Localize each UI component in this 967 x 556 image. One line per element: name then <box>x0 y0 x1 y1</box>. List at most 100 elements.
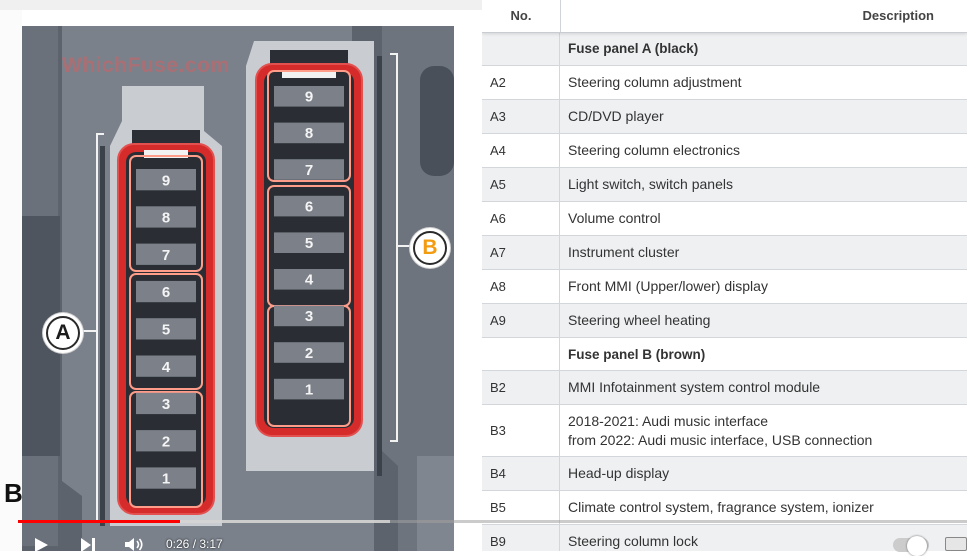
fuse-description: Steering column lock <box>568 525 961 551</box>
fuse-number: A2 <box>482 66 560 99</box>
fuse-slot-number: 9 <box>162 172 170 189</box>
table-row: B9 Steering column lock <box>482 525 967 551</box>
fuse-slot-number: 5 <box>305 235 313 252</box>
table-section-row: Fuse panel A (black) <box>482 32 967 66</box>
fuse-slot-number: 2 <box>162 433 170 450</box>
housing-right-clip <box>420 66 454 176</box>
fuse-number: A3 <box>482 100 560 133</box>
fuse-description: Climate control system, fragrance system… <box>568 491 961 524</box>
table-header: No. Description <box>482 0 967 33</box>
fuse-slot-number: 7 <box>305 162 313 179</box>
left-strip <box>0 10 22 551</box>
next-icon[interactable] <box>80 538 96 552</box>
fuse-description: CD/DVD player <box>568 100 961 133</box>
fuse-slot <box>136 318 196 340</box>
fuse-slot-number: 5 <box>162 322 170 339</box>
fuse-panel-label-strip <box>282 70 336 78</box>
fuse-description-line: Instrument cluster <box>568 244 680 260</box>
fuse-slot <box>274 342 344 363</box>
fuse-number: A4 <box>482 134 560 167</box>
fuse-slot-number: 1 <box>305 381 313 398</box>
fuse-slot <box>136 169 196 191</box>
panel-b-edge <box>377 56 382 476</box>
fuse-slot <box>274 378 344 400</box>
video-progress-track[interactable] <box>18 520 967 523</box>
video-progress-buffered <box>18 520 390 523</box>
fuse-slot <box>274 232 344 253</box>
table-row: B5 Climate control system, fragrance syst… <box>482 491 967 525</box>
video-time: 0:26 / 3:17 <box>166 537 223 551</box>
fuse-number: A6 <box>482 202 560 235</box>
fuse-description: Fuse panel A (black) <box>568 32 961 65</box>
fuse-number <box>482 32 560 65</box>
fuse-number: B9 <box>482 525 560 551</box>
table-section-row: Fuse panel B (brown) <box>482 338 967 371</box>
fuse-slot-number: 8 <box>162 210 170 227</box>
fuse-slot-number: 9 <box>305 89 313 106</box>
housing-right-bottom <box>417 456 454 551</box>
fuse-slot <box>136 467 196 489</box>
callout-panel-a: A <box>46 316 80 350</box>
fuse-number <box>482 338 560 370</box>
fuse-group-outline <box>129 391 203 508</box>
fuse-group-outline <box>129 155 203 272</box>
fuse-slot-number: 6 <box>162 284 170 301</box>
fuse-number: A8 <box>482 270 560 303</box>
fuse-slot-number: 4 <box>305 272 314 289</box>
fuse-description-line: Steering column adjustment <box>568 74 742 90</box>
volume-icon[interactable] <box>124 537 146 552</box>
header-divider <box>560 0 561 32</box>
panel-a-edge <box>100 146 105 526</box>
overlay-letter: B <box>4 478 23 508</box>
fuse-description: Fuse panel B (brown) <box>568 338 961 370</box>
fuse-description-line: Volume control <box>568 210 661 226</box>
fuse-slot <box>136 355 196 377</box>
play-icon[interactable] <box>33 538 49 552</box>
fuse-description: 2018-2021: Audi music interface from 2022… <box>568 405 961 456</box>
video-controls <box>0 532 967 552</box>
fuse-description-line: Steering wheel heating <box>568 312 711 328</box>
fuse-description-line: CD/DVD player <box>568 108 664 124</box>
fuse-group-outline <box>129 273 203 390</box>
fuse-slot <box>274 195 344 217</box>
fuse-slot <box>136 206 196 228</box>
fuse-description-line: 2018-2021: Audi music interface <box>568 412 769 429</box>
fuse-description-line: Climate control system, fragrance system… <box>568 499 874 515</box>
fuse-diagram-drawing: 9 8 7 6 5 4 3 2 1 9 8 7 6 5 4 3 2 1 <box>22 26 454 551</box>
table-row: A2 Steering column adjustment <box>482 66 967 100</box>
fuse-number: B5 <box>482 491 560 524</box>
fuse-slot-number: 2 <box>305 345 313 362</box>
fuse-slot-number: 7 <box>162 247 170 264</box>
column-header-no: No. <box>510 8 532 23</box>
fuse-slot-number: 3 <box>162 396 170 413</box>
fuse-number: A5 <box>482 168 560 201</box>
fuse-slot-number: 1 <box>162 471 170 488</box>
autoplay-toggle-knob[interactable] <box>907 536 927 556</box>
fuse-description-line: Steering column electronics <box>568 142 740 158</box>
fuse-panel-label-strip <box>144 150 188 158</box>
column-header-description: Description <box>862 8 934 23</box>
fuse-description: Steering wheel heating <box>568 304 961 337</box>
fuse-slot <box>136 280 196 303</box>
fuse-description-line: MMI Infotainment system control module <box>568 379 821 395</box>
fuse-description-line: from 2022: Audi music interface, USB con… <box>568 431 873 448</box>
fuse-slot-number: 4 <box>162 359 171 376</box>
fuse-description: Steering column adjustment <box>568 66 961 99</box>
fuse-description-line: Head-up display <box>568 465 670 481</box>
subtitles-icon[interactable] <box>945 537 967 551</box>
fuse-number: A9 <box>482 304 560 337</box>
fuse-slot <box>274 269 344 290</box>
fuse-group-outline <box>267 70 351 182</box>
fuse-description-line: Front MMI (Upper/lower) display <box>568 278 768 294</box>
fuse-slot-number: 8 <box>305 125 313 142</box>
fuse-slot <box>274 305 344 327</box>
fuse-slot <box>274 122 344 144</box>
fuse-slot-number: 6 <box>305 198 313 215</box>
fuse-slot-number: 3 <box>305 308 313 325</box>
video-progress-played[interactable] <box>18 520 180 523</box>
fuse-description: Instrument cluster <box>568 236 961 269</box>
